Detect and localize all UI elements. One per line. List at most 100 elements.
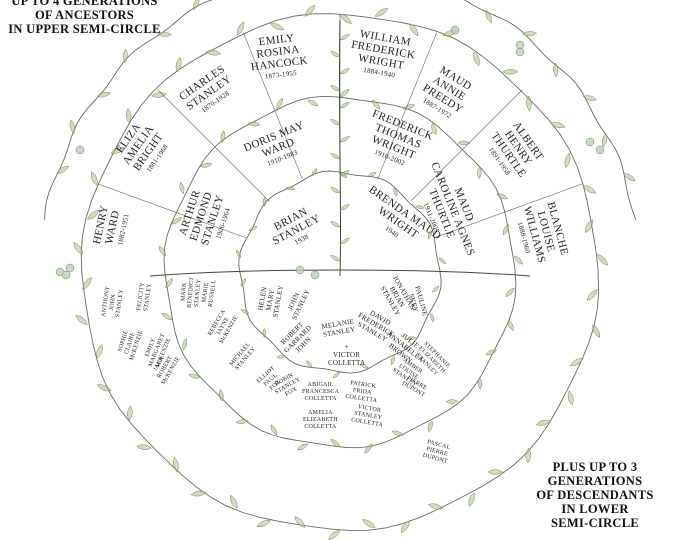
leaf-icon (487, 469, 504, 475)
radial-vine (433, 183, 583, 239)
leaf-icon (122, 48, 128, 64)
leaf-icon (96, 91, 111, 98)
leaf-icon (582, 95, 598, 101)
person-amelia-elizabeth-colletta: AMELIA ELIZABETH COLLETTA (303, 410, 338, 431)
leaf-icon (171, 217, 182, 225)
leaf-icon (172, 456, 179, 473)
caption-line: SEMI-CIRCLE (550, 516, 640, 530)
leaf-icon (513, 255, 524, 265)
outer-vine-ring (80, 13, 600, 531)
leaf-icon (597, 254, 609, 266)
leaf-icon (473, 51, 480, 67)
leaf-icon (330, 85, 341, 92)
leaf-icon (306, 360, 313, 369)
leaf-icon (339, 136, 350, 143)
name-line: COLLETTA (328, 359, 366, 367)
leaf-icon (400, 520, 410, 534)
leaf-icon (188, 373, 201, 379)
person-anthony-john-stanley: ANTHONY JOHN STANLEY (101, 286, 126, 320)
leaf-icon (240, 309, 250, 314)
leaf-icon (125, 107, 132, 124)
leaf-icon (390, 355, 395, 366)
leaf-icon (220, 130, 226, 144)
name-line: COLLETTA (304, 424, 337, 430)
leaf-icon (235, 419, 249, 424)
leaf-icon (438, 257, 447, 265)
leaf-icon (569, 358, 584, 367)
leaf-icon (339, 68, 350, 75)
leaf-icon (623, 173, 636, 181)
leaf-icon (393, 187, 398, 197)
leaf-icon (468, 491, 475, 508)
person-mark-benedict-stanley: MARK BENEDICT STANLEY (180, 276, 204, 309)
leaf-icon (330, 119, 341, 126)
leaf-icon (236, 249, 242, 259)
leaf-icon (247, 121, 261, 127)
leaf-icon (522, 31, 538, 37)
caption-line: OF ANCESTORS (34, 8, 135, 22)
leaf-icon (330, 187, 341, 194)
leaf-icon (330, 221, 341, 228)
leaf-icon (431, 285, 440, 293)
leaf-icon (96, 343, 103, 359)
leaf-icon (304, 4, 316, 17)
middle-vine-ring (163, 95, 517, 449)
leaf-icon (535, 419, 552, 426)
leaf-icon (402, 104, 416, 110)
leaf-icon (56, 166, 70, 174)
leaf-icon (276, 354, 287, 359)
leaf-icon (601, 133, 608, 148)
leaf-icon (330, 153, 341, 160)
radial-vine (157, 89, 270, 202)
leaf-icon (477, 166, 482, 179)
leaf-icon (339, 13, 352, 24)
leaf-icon (505, 287, 515, 297)
eucalyptus-bud-icon (515, 47, 525, 57)
eucalyptus-bud-icon (310, 270, 320, 280)
leaf-icon (96, 384, 112, 392)
leaf-icon (367, 172, 377, 177)
name-line: COLLETTA (304, 396, 337, 402)
leaf-icon (87, 209, 100, 220)
leaf-icon (165, 277, 173, 289)
leaf-icon (328, 529, 341, 540)
ancestors-caption: UP TO 4 GENERATIONS OF ANCESTORS IN UPPE… (0, 0, 177, 36)
leaf-icon (311, 168, 318, 177)
leaf-icon (240, 278, 247, 287)
eucalyptus-bud-icon (65, 263, 75, 273)
leaf-icon (485, 9, 492, 24)
leaf-icon (374, 8, 389, 17)
descendants-caption: PLUS UP TO 3 GENERATIONS OF DESCENDANTS … (520, 460, 670, 530)
leaf-icon (339, 34, 350, 41)
person-victor-colletta: + VICTOR COLLETTA (328, 343, 365, 367)
leaf-icon (502, 69, 519, 75)
leaf-icon (427, 503, 444, 510)
leaf-icon (330, 51, 341, 58)
leaf-icon (550, 122, 566, 129)
leaf-icon (150, 92, 167, 98)
leaf-icon (427, 230, 432, 240)
leaf-icon (330, 439, 341, 448)
caption-line: PLUS UP TO 3 (552, 460, 638, 474)
leaf-icon (193, 0, 200, 11)
leaf-icon (269, 23, 285, 31)
eucalyptus-bud-icon (295, 265, 305, 275)
eucalyptus-bud-icon (75, 145, 85, 155)
leaf-icon (359, 363, 369, 369)
person-emily-rosina-hancock: EMILY ROSINA HANCOCK 1873-1955 (247, 31, 309, 84)
leaf-icon (339, 170, 350, 177)
leaf-icon (218, 388, 224, 402)
leaf-icon (156, 31, 172, 37)
leaf-icon (175, 56, 182, 73)
leaf-icon (75, 314, 88, 325)
leaf-icon (90, 171, 98, 187)
leaf-icon (362, 519, 376, 528)
leaf-icon (585, 219, 593, 234)
leaf-icon (371, 99, 381, 110)
leaf-icon (391, 430, 404, 436)
leaf-icon (431, 122, 437, 136)
leaf-icon (409, 23, 419, 37)
leaf-icon (69, 119, 76, 134)
leaf-icon (270, 424, 278, 436)
